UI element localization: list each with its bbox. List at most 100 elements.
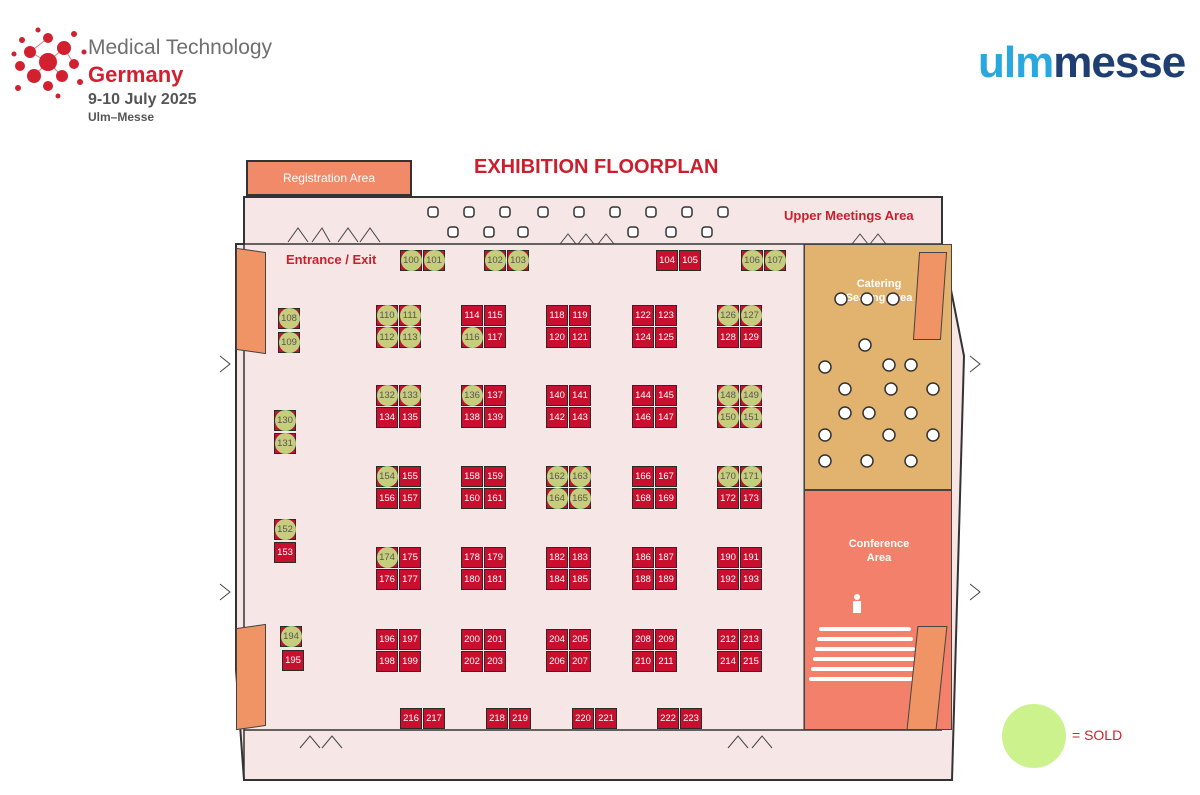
booth-213[interactable]: 213: [740, 629, 762, 650]
booth-135[interactable]: 135: [399, 407, 421, 428]
booth-118[interactable]: 118: [546, 305, 568, 326]
booth-214[interactable]: 214: [717, 651, 739, 672]
booth-102[interactable]: 102: [484, 250, 506, 271]
booth-220[interactable]: 220: [572, 708, 594, 729]
booth-190[interactable]: 190: [717, 547, 739, 568]
booth-128[interactable]: 128: [717, 327, 739, 348]
booth-111[interactable]: 111: [399, 305, 421, 326]
booth-159[interactable]: 159: [484, 466, 506, 487]
booth-210[interactable]: 210: [632, 651, 654, 672]
booth-143[interactable]: 143: [569, 407, 591, 428]
booth-105[interactable]: 105: [679, 250, 701, 271]
booth-219[interactable]: 219: [509, 708, 531, 729]
booth-101[interactable]: 101: [423, 250, 445, 271]
booth-200[interactable]: 200: [461, 629, 483, 650]
booth-103[interactable]: 103: [507, 250, 529, 271]
booth-157[interactable]: 157: [399, 488, 421, 509]
booth-117[interactable]: 117: [484, 327, 506, 348]
booth-104[interactable]: 104: [656, 250, 678, 271]
booth-206[interactable]: 206: [546, 651, 568, 672]
booth-207[interactable]: 207: [569, 651, 591, 672]
booth-172[interactable]: 172: [717, 488, 739, 509]
booth-171[interactable]: 171: [740, 466, 762, 487]
booth-199[interactable]: 199: [399, 651, 421, 672]
booth-189[interactable]: 189: [655, 569, 677, 590]
booth-187[interactable]: 187: [655, 547, 677, 568]
booth-140[interactable]: 140: [546, 385, 568, 406]
booth-115[interactable]: 115: [484, 305, 506, 326]
booth-193[interactable]: 193: [740, 569, 762, 590]
booth-110[interactable]: 110: [376, 305, 398, 326]
booth-134[interactable]: 134: [376, 407, 398, 428]
booth-197[interactable]: 197: [399, 629, 421, 650]
booth-211[interactable]: 211: [655, 651, 677, 672]
booth-119[interactable]: 119: [569, 305, 591, 326]
booth-106[interactable]: 106: [741, 250, 763, 271]
booth-222[interactable]: 222: [657, 708, 679, 729]
booth-198[interactable]: 198: [376, 651, 398, 672]
booth-145[interactable]: 145: [655, 385, 677, 406]
booth-167[interactable]: 167: [655, 466, 677, 487]
booth-161[interactable]: 161: [484, 488, 506, 509]
booth-217[interactable]: 217: [423, 708, 445, 729]
booth-201[interactable]: 201: [484, 629, 506, 650]
booth-114[interactable]: 114: [461, 305, 483, 326]
booth-177[interactable]: 177: [399, 569, 421, 590]
booth-126[interactable]: 126: [717, 305, 739, 326]
booth-169[interactable]: 169: [655, 488, 677, 509]
booth-109[interactable]: 109: [278, 332, 300, 353]
booth-148[interactable]: 148: [717, 385, 739, 406]
booth-215[interactable]: 215: [740, 651, 762, 672]
booth-132[interactable]: 132: [376, 385, 398, 406]
booth-170[interactable]: 170: [717, 466, 739, 487]
booth-151[interactable]: 151: [740, 407, 762, 428]
booth-212[interactable]: 212: [717, 629, 739, 650]
booth-191[interactable]: 191: [740, 547, 762, 568]
booth-113[interactable]: 113: [399, 327, 421, 348]
booth-186[interactable]: 186: [632, 547, 654, 568]
booth-162[interactable]: 162: [546, 466, 568, 487]
booth-178[interactable]: 178: [461, 547, 483, 568]
booth-129[interactable]: 129: [740, 327, 762, 348]
booth-154[interactable]: 154: [376, 466, 398, 487]
booth-121[interactable]: 121: [569, 327, 591, 348]
booth-208[interactable]: 208: [632, 629, 654, 650]
booth-176[interactable]: 176: [376, 569, 398, 590]
booth-150[interactable]: 150: [717, 407, 739, 428]
booth-163[interactable]: 163: [569, 466, 591, 487]
booth-204[interactable]: 204: [546, 629, 568, 650]
booth-196[interactable]: 196: [376, 629, 398, 650]
booth-182[interactable]: 182: [546, 547, 568, 568]
booth-205[interactable]: 205: [569, 629, 591, 650]
booth-168[interactable]: 168: [632, 488, 654, 509]
booth-156[interactable]: 156: [376, 488, 398, 509]
booth-218[interactable]: 218: [486, 708, 508, 729]
booth-136[interactable]: 136: [461, 385, 483, 406]
booth-139[interactable]: 139: [484, 407, 506, 428]
booth-107[interactable]: 107: [764, 250, 786, 271]
booth-173[interactable]: 173: [740, 488, 762, 509]
booth-120[interactable]: 120: [546, 327, 568, 348]
booth-108[interactable]: 108: [278, 308, 300, 329]
booth-137[interactable]: 137: [484, 385, 506, 406]
booth-112[interactable]: 112: [376, 327, 398, 348]
booth-127[interactable]: 127: [740, 305, 762, 326]
booth-202[interactable]: 202: [461, 651, 483, 672]
booth-133[interactable]: 133: [399, 385, 421, 406]
booth-194[interactable]: 194: [280, 626, 302, 647]
booth-192[interactable]: 192: [717, 569, 739, 590]
booth-144[interactable]: 144: [632, 385, 654, 406]
booth-183[interactable]: 183: [569, 547, 591, 568]
booth-130[interactable]: 130: [274, 410, 296, 431]
booth-180[interactable]: 180: [461, 569, 483, 590]
booth-124[interactable]: 124: [632, 327, 654, 348]
booth-152[interactable]: 152: [274, 519, 296, 540]
booth-149[interactable]: 149: [740, 385, 762, 406]
booth-184[interactable]: 184: [546, 569, 568, 590]
booth-141[interactable]: 141: [569, 385, 591, 406]
booth-174[interactable]: 174: [376, 547, 398, 568]
booth-123[interactable]: 123: [655, 305, 677, 326]
booth-223[interactable]: 223: [680, 708, 702, 729]
booth-175[interactable]: 175: [399, 547, 421, 568]
booth-166[interactable]: 166: [632, 466, 654, 487]
